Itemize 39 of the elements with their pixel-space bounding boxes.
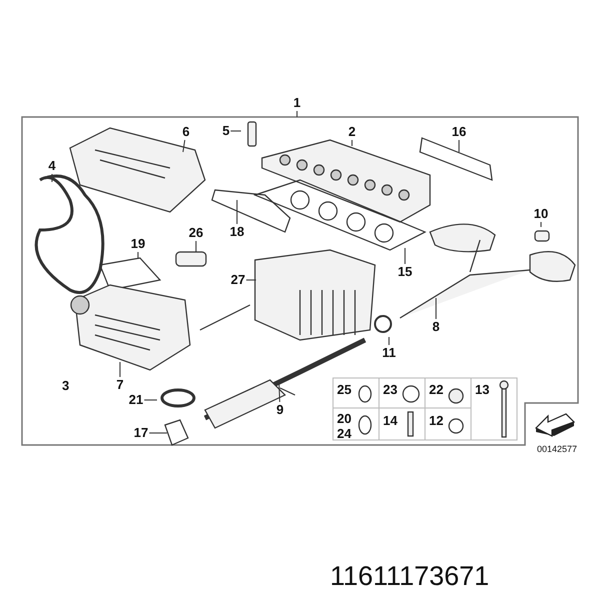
callout-number: 14: [383, 413, 398, 428]
leader-line: [236, 200, 238, 224]
leader-line: [404, 248, 406, 264]
callout-number: 26: [188, 226, 204, 240]
drawing-number: 00142577: [537, 444, 578, 455]
callout-number: 16: [452, 125, 466, 139]
callout-number: 12: [429, 413, 444, 428]
callout-number: 2: [348, 125, 356, 139]
leader-line: [388, 336, 390, 346]
callout-number: 21: [128, 393, 144, 407]
leader-line: [540, 222, 542, 228]
callout-number: 24: [337, 426, 352, 441]
leader-line: [458, 140, 460, 152]
callout-number: 22: [429, 382, 444, 397]
callout-number: 8: [432, 320, 440, 334]
part-number: 11611173671: [330, 562, 490, 591]
callout-number: 10: [534, 207, 548, 221]
callout-number: 27: [230, 273, 246, 287]
leader-line: [296, 110, 298, 118]
callout-number: 20: [337, 411, 352, 426]
callout-number: 9: [276, 403, 284, 417]
callout-number: 5: [222, 124, 230, 138]
callout-number: 4: [48, 159, 56, 173]
callout-number: 11: [382, 346, 396, 360]
callout-number: 25: [337, 382, 352, 397]
callout-number: 23: [383, 382, 398, 397]
leader-line: [148, 432, 168, 434]
callout-number: 18: [230, 225, 244, 239]
callout-number: 17: [134, 426, 148, 440]
leader-line: [230, 130, 242, 132]
callout-number: 7: [116, 378, 124, 392]
callout-number: 19: [130, 237, 146, 251]
callout-number: 3: [62, 378, 70, 393]
callout-number: 13: [475, 382, 490, 397]
callout-number: 15: [398, 265, 412, 279]
leader-line: [278, 382, 280, 402]
callout-number: 6: [182, 125, 190, 139]
callout-number: 1: [293, 96, 301, 110]
leader-line: [182, 140, 186, 152]
